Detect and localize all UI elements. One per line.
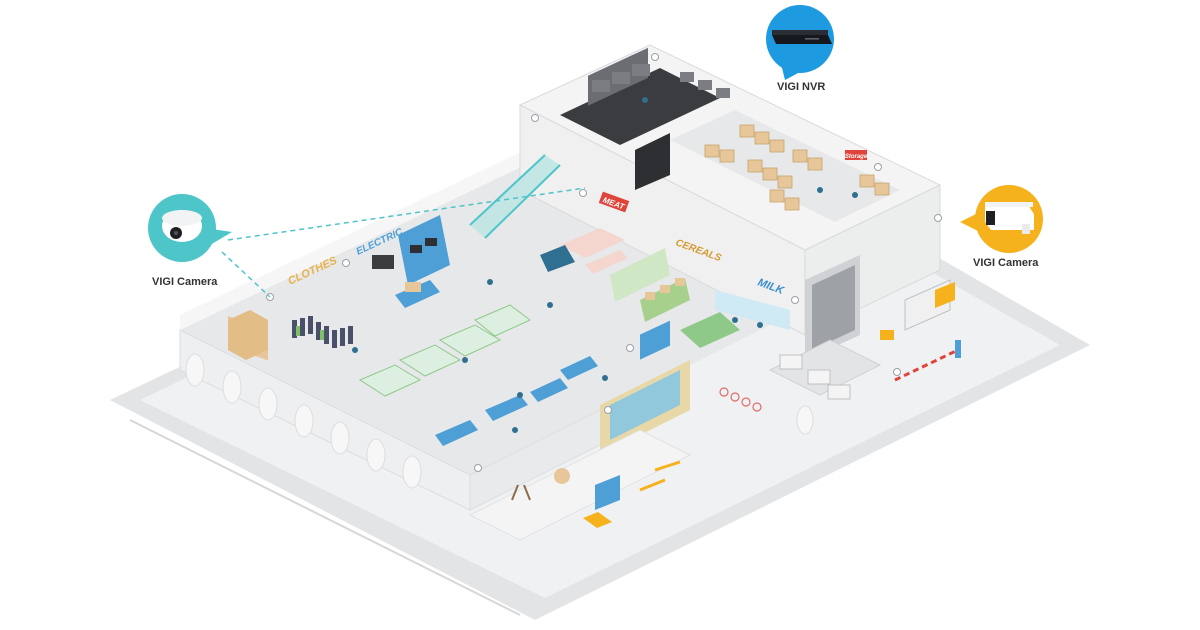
right-camera-label: VIGI Camera bbox=[973, 257, 1039, 269]
playground bbox=[468, 429, 692, 541]
loading-dock bbox=[805, 255, 961, 382]
cereals-section bbox=[610, 248, 690, 322]
checkout-counters bbox=[435, 356, 598, 446]
parking-area bbox=[768, 339, 882, 400]
electric-section bbox=[372, 215, 450, 308]
milk-section bbox=[680, 290, 790, 348]
staircase bbox=[469, 154, 561, 239]
shoppers bbox=[352, 97, 858, 433]
ceiling-cameras bbox=[266, 53, 942, 472]
camera-coverage-lines bbox=[221, 187, 586, 298]
aisle-shelves bbox=[358, 304, 531, 397]
nvr-recorder-icon bbox=[772, 30, 832, 44]
storage-sign-label: Storage bbox=[845, 154, 868, 160]
bullet-camera-icon bbox=[985, 202, 1034, 234]
nvr-label: VIGI NVR bbox=[777, 81, 826, 93]
right-camera-callout bbox=[960, 185, 1043, 253]
storage-boxes bbox=[704, 124, 890, 211]
clothes-section bbox=[228, 310, 353, 361]
storage-sign bbox=[845, 150, 867, 160]
store-entrance bbox=[600, 320, 690, 455]
left-camera-callout bbox=[148, 194, 232, 262]
left-camera-label: VIGI Camera bbox=[152, 276, 218, 288]
meat-section bbox=[540, 228, 628, 274]
bike-rack bbox=[719, 387, 762, 412]
nvr-callout bbox=[766, 5, 834, 80]
meat-sign-bg bbox=[598, 191, 630, 213]
trees bbox=[185, 353, 814, 489]
dome-camera-icon bbox=[162, 210, 202, 242]
